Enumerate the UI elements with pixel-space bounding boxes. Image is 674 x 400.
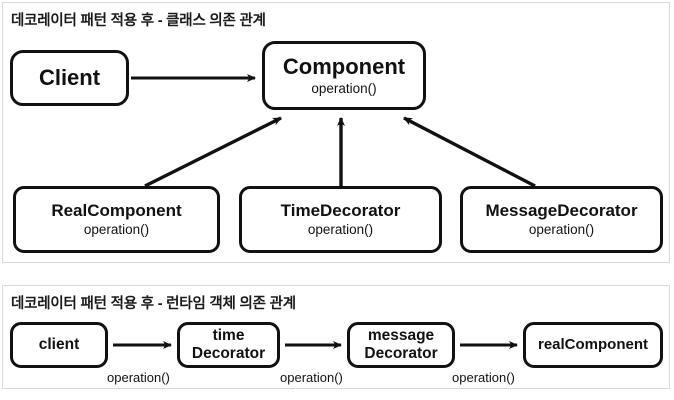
runtime-node-client-label: client (38, 336, 80, 354)
class-node-messagedecorator-operation: operation() (528, 222, 595, 238)
runtime-edge-label-2: operation() (280, 370, 343, 385)
class-node-timedecorator-operation: operation() (307, 222, 374, 238)
class-node-realcomponent-operation: operation() (83, 222, 150, 238)
class-node-messagedecorator[interactable]: MessageDecorator operation() (460, 186, 663, 253)
class-diagram-title: 데코레이터 패턴 적용 후 - 클래스 의존 관계 (11, 13, 266, 29)
class-node-messagedecorator-name: MessageDecorator (485, 200, 638, 220)
runtime-edge-label-1: operation() (107, 370, 170, 385)
class-node-timedecorator[interactable]: TimeDecorator operation() (239, 186, 442, 253)
runtime-node-timedecorator-label: time Decorator (192, 327, 265, 363)
class-node-component-operation: operation() (311, 80, 377, 96)
runtime-node-client[interactable]: client (10, 322, 108, 368)
runtime-node-messagedecorator[interactable]: message Decorator (347, 322, 455, 368)
runtime-node-messagedecorator-line2: Decorator (364, 345, 438, 362)
runtime-edge-label-3: operation() (452, 370, 515, 385)
runtime-node-messagedecorator-line1: message (367, 327, 435, 345)
runtime-node-timedecorator[interactable]: time Decorator (177, 322, 280, 368)
class-node-realcomponent-name: RealComponent (51, 200, 182, 220)
class-node-client[interactable]: Client (10, 50, 129, 106)
runtime-node-messagedecorator-label: message Decorator (364, 327, 437, 363)
class-node-timedecorator-name: TimeDecorator (280, 200, 401, 220)
runtime-node-realcomponent[interactable]: realComponent (523, 322, 663, 368)
class-node-realcomponent[interactable]: RealComponent operation() (13, 186, 220, 253)
runtime-node-timedecorator-line2: Decorator (191, 345, 266, 362)
runtime-node-realcomponent-label: realComponent (537, 336, 648, 354)
runtime-node-timedecorator-line1: time (212, 327, 245, 345)
runtime-diagram-title: 데코레이터 패턴 적용 후 - 런타임 객체 의존 관계 (11, 296, 296, 312)
class-node-component-name: Component (282, 54, 406, 80)
class-node-component[interactable]: Component operation() (262, 41, 426, 110)
class-node-client-name: Client (38, 65, 101, 91)
